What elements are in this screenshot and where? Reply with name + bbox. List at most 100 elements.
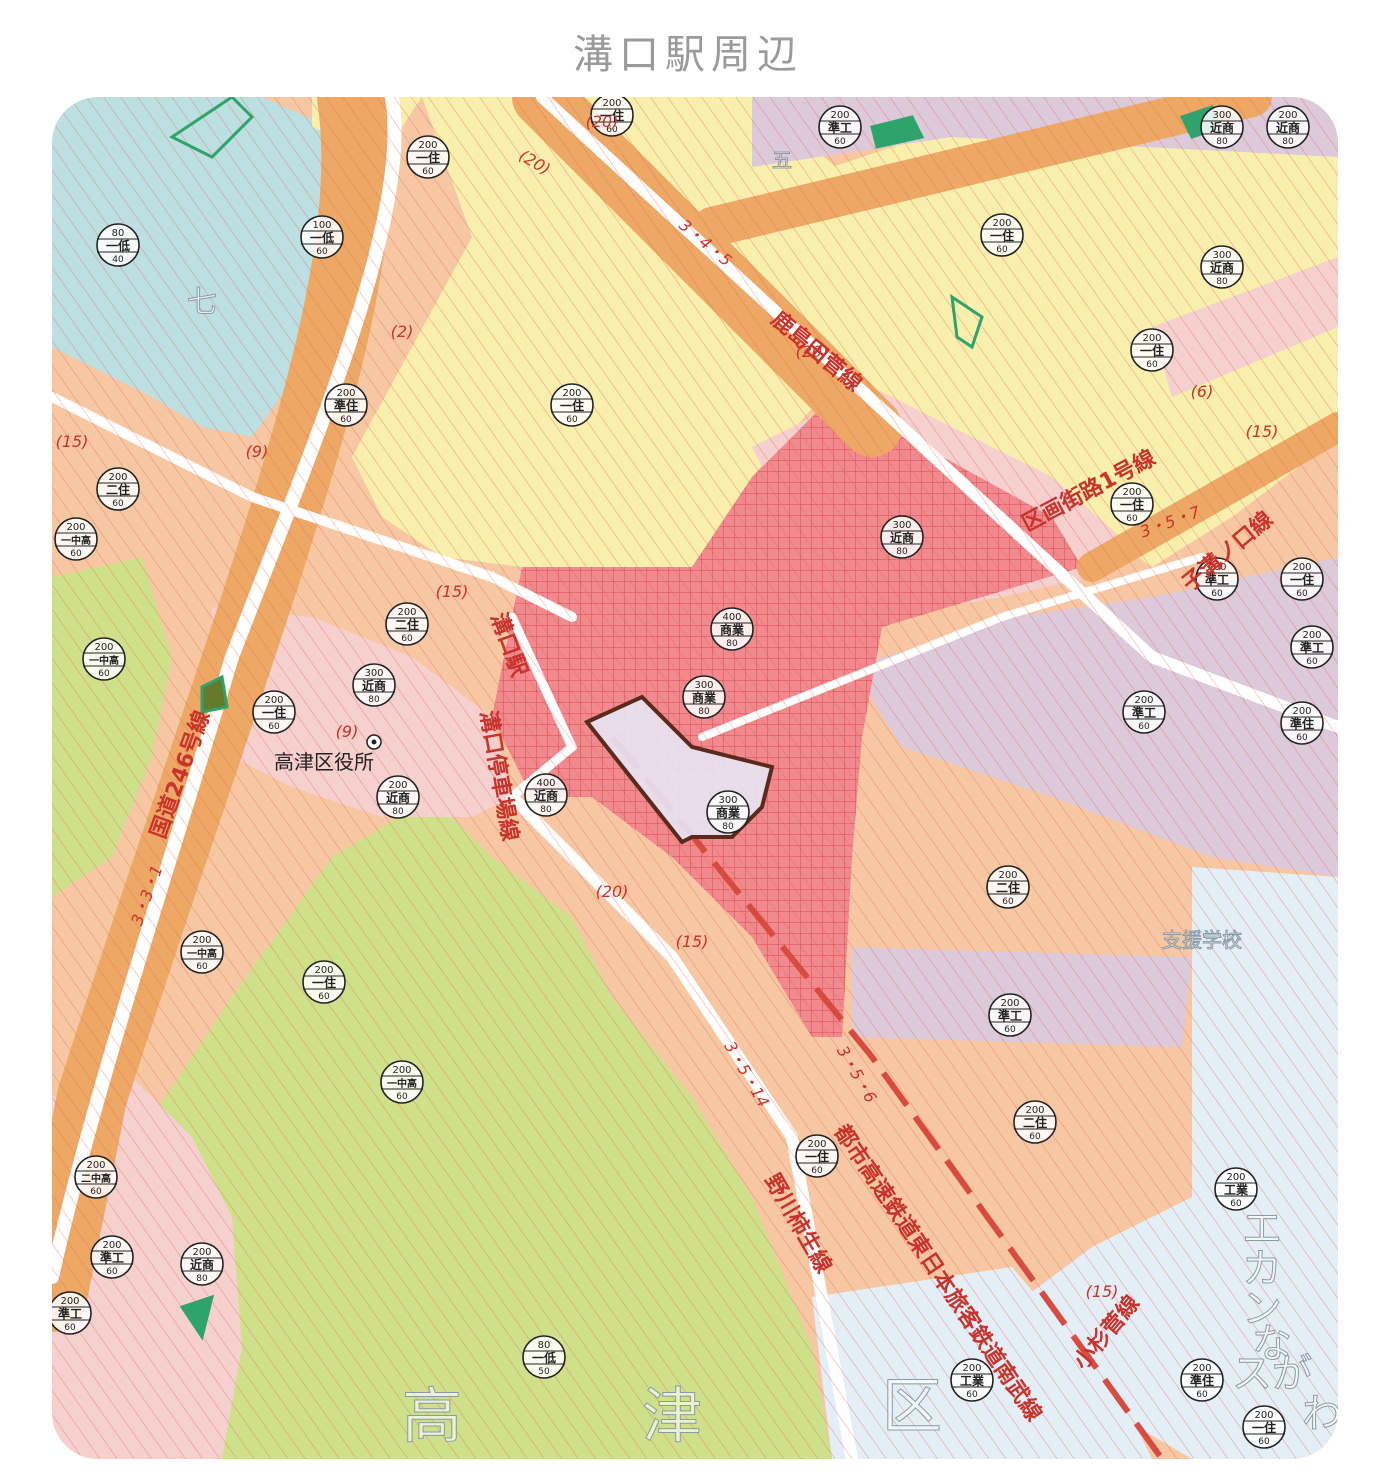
- road-number-label: (20): [596, 882, 629, 901]
- marker-far: 200: [60, 1296, 79, 1307]
- marker-zone-type: 一住: [262, 705, 286, 720]
- marker-far: 200: [86, 1160, 105, 1171]
- marker-zone-type: 一低: [106, 238, 130, 253]
- marker-coverage: 60: [1126, 514, 1138, 524]
- marker-far: 200: [192, 1247, 211, 1258]
- marker-zone-type: 一低: [310, 230, 334, 245]
- marker-zone-type: 準工: [1132, 705, 1156, 720]
- marker-far: 80: [112, 228, 125, 239]
- marker-far: 200: [1226, 1172, 1245, 1183]
- marker-zone-type: 工業: [1224, 1182, 1249, 1197]
- marker-coverage: 60: [1029, 1132, 1041, 1142]
- marker-coverage: 80: [698, 707, 710, 717]
- marker-coverage: 60: [1146, 360, 1158, 370]
- marker-zone-type: 準工: [100, 1250, 124, 1265]
- marker-coverage: 60: [1196, 1390, 1208, 1400]
- marker-coverage: 80: [1216, 277, 1228, 287]
- marker-far: 200: [992, 218, 1011, 229]
- road-number-label: (6): [1191, 382, 1214, 401]
- marker-zone-type: 一住: [416, 150, 440, 165]
- marker-far: 200: [1025, 1105, 1044, 1116]
- marker-far: 200: [1278, 110, 1297, 121]
- marker-coverage: 60: [1138, 722, 1150, 732]
- marker-coverage: 60: [316, 247, 328, 257]
- zone-markers: 200一住6080一低40100一低60200一住60200準工60300近商8…: [52, 97, 1334, 1449]
- marker-coverage: 60: [966, 1390, 978, 1400]
- marker-zone-type: 一中高: [61, 534, 91, 547]
- marker-coverage: 60: [811, 1166, 823, 1176]
- marker-coverage: 80: [392, 807, 404, 817]
- page-title: 溝口駅周辺: [573, 32, 803, 78]
- marker-far: 100: [312, 220, 331, 231]
- marker-coverage: 60: [566, 415, 578, 425]
- marker-coverage: 60: [422, 167, 434, 177]
- marker-zone-type: 一住: [990, 228, 1014, 243]
- marker-zone-type: 準工: [1300, 640, 1324, 655]
- marker-far: 300: [1212, 250, 1231, 261]
- marker-zone-type: 一中高: [187, 947, 217, 960]
- marker-zone-type: 商業: [692, 690, 717, 705]
- marker-far: 200: [336, 388, 355, 399]
- place-name: 津: [642, 1382, 702, 1452]
- marker-far: 80: [538, 1340, 551, 1351]
- marker-far: 200: [1207, 562, 1226, 573]
- place-name: な: [1252, 1321, 1292, 1367]
- marker-zone-type: 二住: [395, 617, 419, 632]
- road-number-label: (9): [246, 442, 269, 461]
- marker-far: 200: [314, 965, 333, 976]
- marker-zone-type: 一中高: [89, 654, 119, 667]
- marker-far: 200: [830, 110, 849, 121]
- marker-coverage: 60: [401, 634, 413, 644]
- marker-zone-type: 二住: [1023, 1115, 1047, 1130]
- marker-far: 200: [1000, 998, 1019, 1009]
- marker-far: 300: [1212, 110, 1231, 121]
- marker-coverage: 60: [106, 1267, 118, 1277]
- marker-coverage: 50: [538, 1367, 550, 1377]
- marker-zone-type: 近商: [190, 1257, 214, 1272]
- marker-coverage: 60: [196, 962, 208, 972]
- marker-far: 200: [1292, 562, 1311, 573]
- place-name: が: [1272, 1351, 1312, 1397]
- marker-far: 300: [718, 795, 737, 806]
- marker-coverage: 60: [1296, 589, 1308, 599]
- marker-far: 300: [694, 680, 713, 691]
- marker-far: 200: [1302, 630, 1321, 641]
- marker-far: 300: [364, 668, 383, 679]
- road-number-label: (15): [56, 432, 89, 451]
- marker-zone-type: 商業: [720, 622, 745, 637]
- place-name: ス: [1232, 1351, 1272, 1397]
- marker-far: 200: [418, 140, 437, 151]
- marker-coverage: 80: [1282, 137, 1294, 147]
- marker-zone-type: 準工: [58, 1306, 82, 1321]
- marker-zone-type: 二中高: [81, 1172, 111, 1185]
- place-name: エ: [1242, 1206, 1282, 1252]
- marker-zone-type: 準住: [334, 398, 358, 413]
- marker-zone-type: 商業: [716, 805, 741, 820]
- marker-far: 200: [397, 607, 416, 618]
- marker-zone-type: 二住: [996, 880, 1020, 895]
- place-name: 七: [187, 285, 217, 320]
- road-number-label: (20): [586, 112, 619, 131]
- marker-coverage: 60: [98, 669, 110, 679]
- marker-coverage: 60: [70, 549, 82, 559]
